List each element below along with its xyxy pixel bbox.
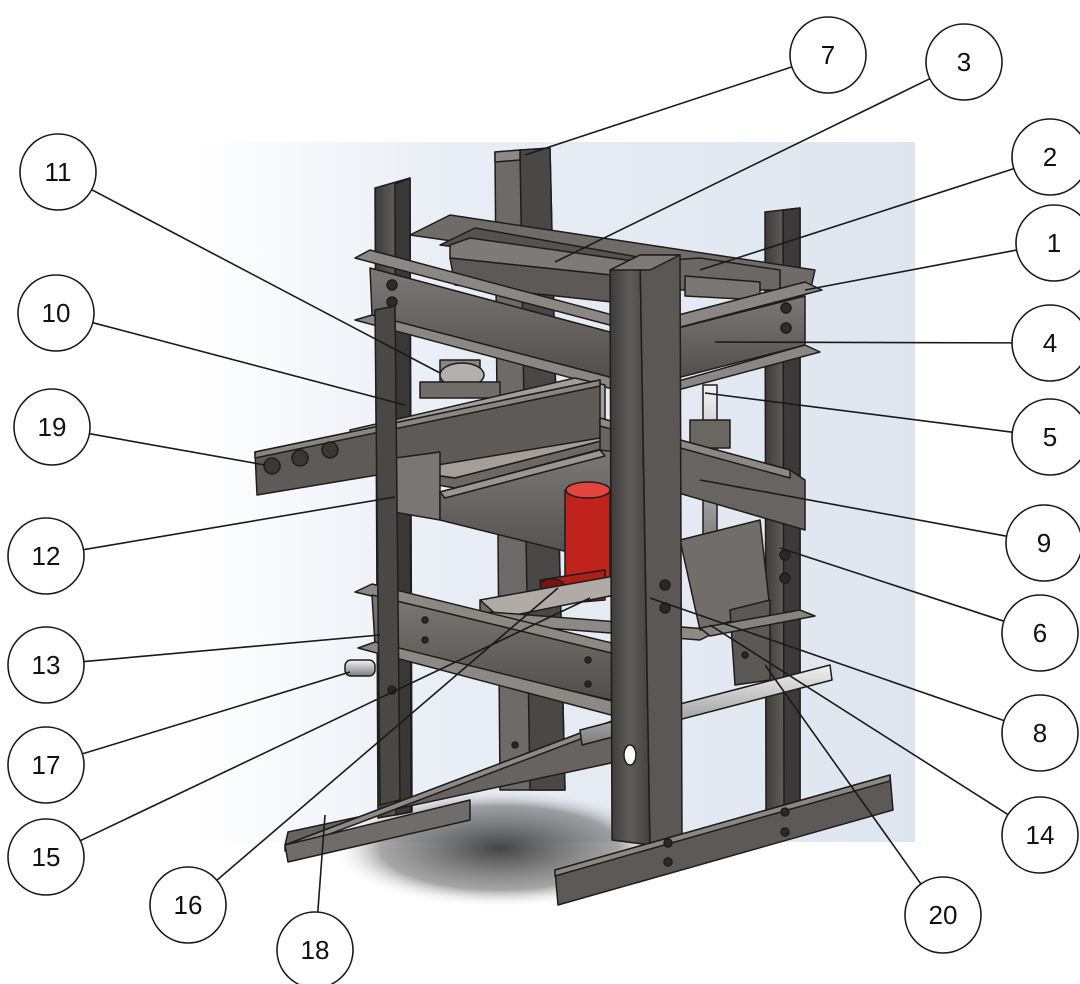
callout-leader-19 — [89, 432, 266, 466]
press-machine — [254, 147, 894, 906]
callout-label-6: 6 — [1033, 618, 1047, 648]
callout-label-3: 3 — [957, 47, 971, 77]
callout-10: 10 — [17, 274, 406, 406]
callout-13: 13 — [7, 626, 381, 704]
callout-circle-8 — [1001, 694, 1079, 772]
callout-14: 14 — [709, 624, 1079, 874]
callout-circle-9 — [1005, 504, 1080, 582]
callout-circle-11 — [19, 133, 97, 211]
callout-label-19: 19 — [38, 412, 67, 442]
callout-circle-20 — [904, 876, 982, 954]
callout-circle-3 — [925, 23, 1003, 101]
callout-7: 7 — [524, 16, 867, 156]
callout-label-16: 16 — [174, 890, 203, 920]
callout-label-4: 4 — [1043, 328, 1057, 358]
callout-circle-13 — [7, 626, 85, 704]
callout-circle-7 — [789, 16, 867, 94]
callout-leader-1 — [804, 249, 1017, 291]
callout-circle-19 — [13, 388, 91, 466]
callout-leader-9 — [699, 479, 1007, 537]
callout-17: 17 — [7, 671, 351, 804]
callout-2: 2 — [699, 118, 1080, 271]
callout-label-20: 20 — [929, 900, 958, 930]
callout-4: 4 — [714, 304, 1080, 382]
top-front-left-beam — [354, 249, 651, 396]
front-left-post — [374, 305, 401, 806]
callout-8: 8 — [649, 597, 1079, 772]
callout-label-9: 9 — [1037, 528, 1051, 558]
callout-leader-4 — [714, 341, 1013, 344]
callout-19: 19 — [13, 388, 266, 466]
callout-label-15: 15 — [32, 842, 61, 872]
callout-circle-6 — [1001, 594, 1079, 672]
callout-circle-5 — [1011, 398, 1080, 476]
callout-leader-3 — [554, 77, 931, 263]
callout-leader-5 — [704, 392, 1013, 433]
callout-9: 9 — [699, 479, 1080, 582]
callout-label-12: 12 — [32, 541, 61, 571]
callout-16: 16 — [149, 587, 559, 944]
callout-3: 3 — [554, 23, 1003, 263]
callout-18: 18 — [276, 814, 354, 984]
callout-label-14: 14 — [1026, 820, 1055, 850]
rear-foot — [284, 799, 471, 863]
callout-leader-18 — [317, 814, 326, 913]
callout-leader-13 — [83, 634, 381, 663]
callout-circle-10 — [17, 274, 95, 352]
callout-label-17: 17 — [32, 750, 61, 780]
callout-circle-2 — [1011, 118, 1080, 196]
callout-label-10: 10 — [42, 298, 71, 328]
callout-label-1: 1 — [1047, 228, 1061, 258]
callout-circle-4 — [1011, 304, 1080, 382]
callout-circle-18 — [276, 911, 354, 984]
right-post-holes — [779, 549, 791, 584]
callout-leader-7 — [524, 66, 793, 156]
front-centre-post — [609, 254, 683, 846]
callout-circle-12 — [7, 517, 85, 595]
callout-5: 5 — [704, 392, 1080, 476]
callout-6: 6 — [779, 547, 1079, 672]
callout-12: 12 — [7, 496, 396, 595]
callout-circle-15 — [7, 818, 85, 896]
callout-leader-12 — [83, 496, 396, 551]
left-rack-arm — [254, 379, 601, 496]
callout-circle-1 — [1015, 204, 1080, 282]
callout-leader-2 — [699, 167, 1015, 271]
callout-circle-17 — [7, 726, 85, 804]
callout-leader-16 — [216, 587, 559, 881]
callout-label-7: 7 — [821, 40, 835, 70]
callout-label-2: 2 — [1043, 142, 1057, 172]
callout-label-18: 18 — [301, 935, 330, 965]
upper-nut-assembly — [419, 359, 501, 399]
callout-11: 11 — [19, 133, 441, 374]
callout-label-11: 11 — [45, 157, 72, 187]
front-foot — [554, 774, 894, 906]
callout-leader-17 — [82, 671, 351, 755]
callout-leader-15 — [79, 597, 591, 842]
callout-leader-6 — [779, 547, 1005, 622]
callout-label-13: 13 — [32, 650, 61, 680]
lower-right-bracket — [679, 519, 816, 686]
callout-leader-8 — [649, 597, 1005, 722]
callout-label-8: 8 — [1033, 718, 1047, 748]
callout-circle-16 — [149, 866, 227, 944]
callout-label-5: 5 — [1043, 422, 1057, 452]
callout-20: 20 — [764, 664, 982, 954]
callout-leader-20 — [764, 664, 922, 885]
lower-rod-left — [344, 659, 376, 677]
callout-circle-14 — [1001, 796, 1079, 874]
callout-leader-14 — [709, 624, 1009, 816]
callout-15: 15 — [7, 597, 591, 896]
callout-leader-10 — [92, 321, 406, 406]
callout-leader-11 — [91, 188, 441, 374]
callout-1: 1 — [804, 204, 1080, 291]
